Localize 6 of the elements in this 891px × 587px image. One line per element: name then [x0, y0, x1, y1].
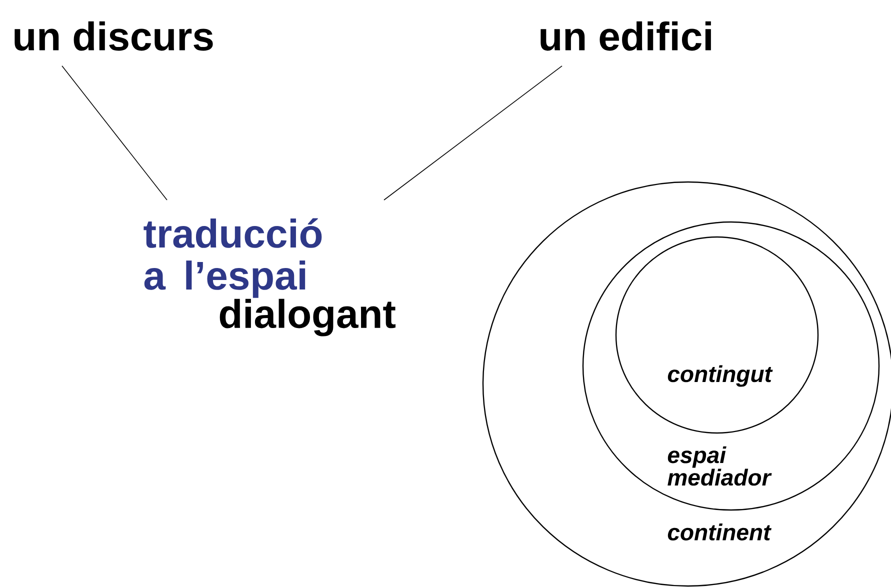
connector-line	[62, 66, 168, 200]
phrase: dialogant	[220, 298, 396, 336]
heading-text: un edifici	[540, 21, 711, 51]
heading-text: un discurs	[14, 21, 213, 51]
phrase: traducció a l’espai	[144, 218, 322, 298]
connector-line	[384, 66, 562, 200]
